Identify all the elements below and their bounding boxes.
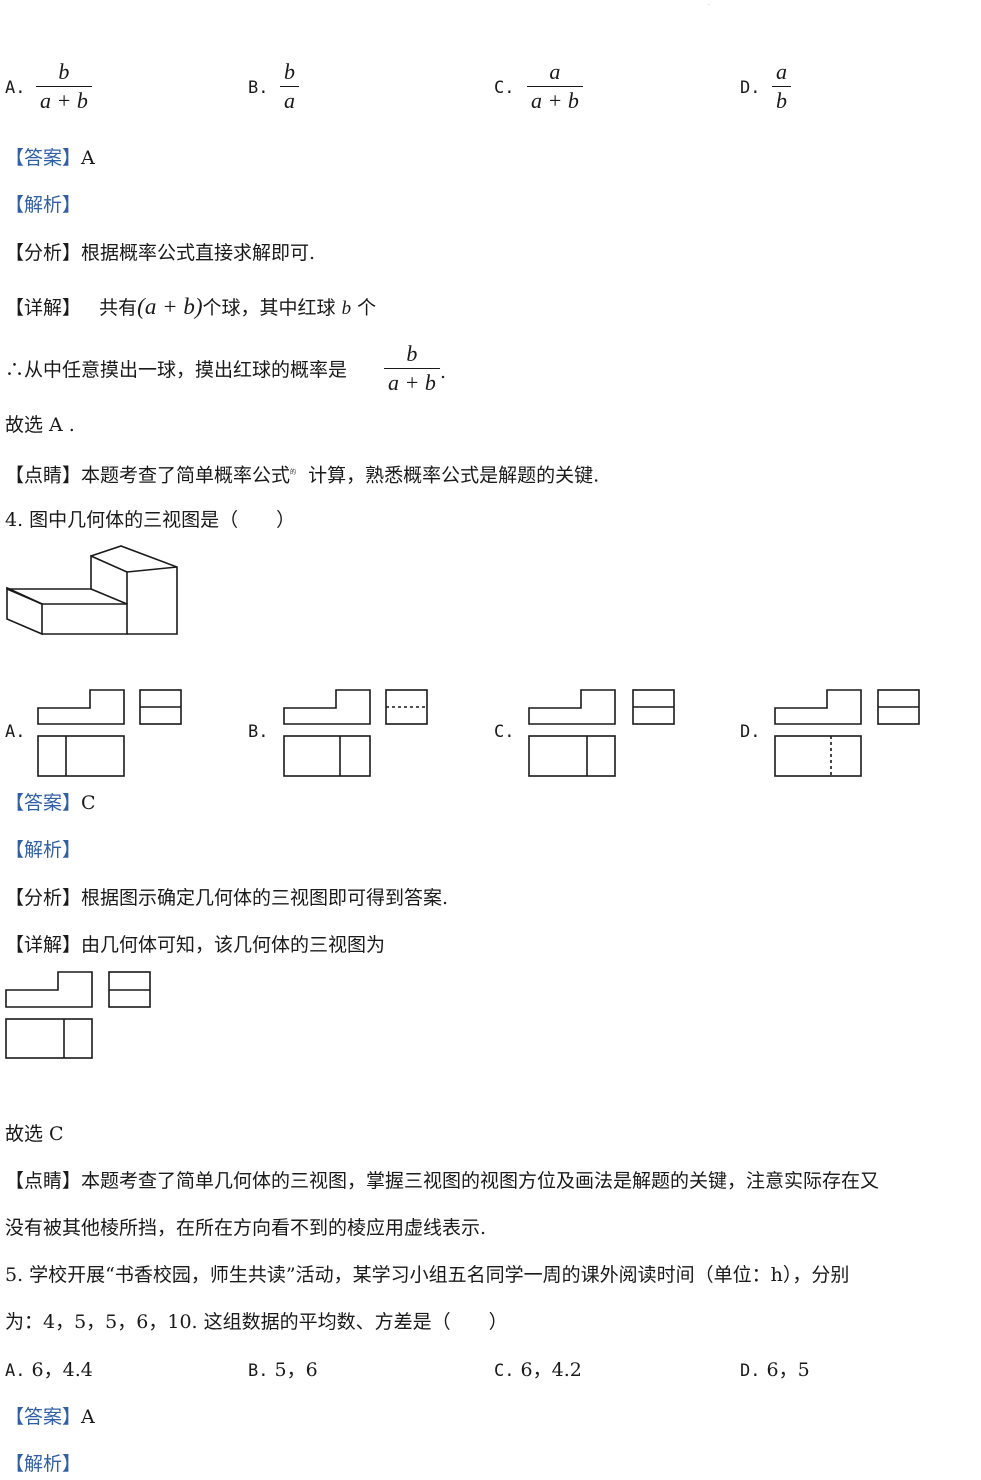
q5-option-d-text: 6，5 [766, 1359, 810, 1381]
option-a-numerator: b [58, 59, 70, 84]
analysis-tag: 【解析】 [5, 1453, 82, 1475]
q4-option-b-views [283, 689, 428, 777]
dianjing-text: 【点睛】本题考查了简单概率公式 [5, 464, 291, 487]
q5-answer-line: 【答案】A [5, 1405, 95, 1429]
option-a-denominator: a + b [36, 86, 92, 115]
q5-option-a-label: A. [5, 1361, 26, 1381]
option-d-label: D. [740, 78, 761, 98]
option-b-fraction: b a [280, 58, 299, 115]
option-d-fraction: a b [772, 58, 791, 115]
q5-option-d-label: D. [740, 1361, 761, 1381]
option-c-label: C. [494, 78, 515, 98]
option-a-label: A. [5, 78, 26, 98]
q3-fenxi: 【分析】根据概率公式直接求解即可. [5, 242, 316, 264]
option-b-denominator: a [280, 86, 299, 115]
q5-option-b-text: 5，6 [274, 1359, 318, 1381]
q3-xiangjie: 【详解】 共有(a + b)个球，其中红球 b 个 [5, 295, 376, 321]
xiangjie-tag: 【详解】 [5, 297, 82, 319]
therefore-numerator: b [406, 341, 418, 366]
q4-option-d-label: D. [740, 722, 761, 742]
q3-answer-line: 【答案】A [5, 146, 95, 170]
q4-option-d-views [774, 689, 920, 777]
therefore-denominator: a + b [384, 368, 440, 397]
q5-option-d: D. 6，5 [740, 1358, 810, 1383]
xiangjie-variable: b [341, 298, 352, 319]
q4-answer-line: 【答案】C [5, 791, 96, 815]
q4-solution-views [5, 971, 151, 1059]
option-d-denominator: b [772, 86, 791, 115]
answer-value: A [81, 1406, 95, 1428]
option-a-fraction: b a + b [36, 58, 92, 115]
answer-tag: 【答案】 [5, 1406, 82, 1428]
q4-option-a-views [37, 689, 182, 777]
q5-option-c: C. 6，4.2 [494, 1358, 582, 1383]
xiangjie-text-c: 个 [357, 297, 377, 319]
q4-option-b-label: B. [248, 722, 269, 742]
q5-option-a-text: 6，4.4 [31, 1359, 93, 1381]
q5-option-c-text: 6，4.2 [520, 1359, 582, 1381]
q5-stem-2: 为：4，5，5，6，10. 这组数据的平均数、方差是（ ） [5, 1311, 508, 1333]
dianjing-small: 的 [290, 469, 297, 476]
option-d-numerator: a [776, 59, 787, 84]
q4-dianjing-1: 【点睛】本题考查了简单几何体的三视图，掌握三视图的视图方位及画法是解题的关键，注… [5, 1170, 880, 1192]
option-c-fraction: a a + b [527, 58, 583, 115]
q4-dianjing-2: 没有被其他棱所挡，在所在方向看不到的棱应用虚线表示. [5, 1217, 487, 1239]
analysis-tag: 【解析】 [5, 194, 82, 216]
q4-option-c-views [528, 689, 675, 777]
q4-xiangjie: 【详解】由几何体可知，该几何体的三视图为 [5, 934, 386, 956]
q4-option-c-label: C. [494, 722, 515, 742]
solid-figure [6, 545, 178, 636]
q5-option-c-label: C. [494, 1361, 515, 1381]
therefore-fraction: b a + b [384, 340, 440, 397]
answer-tag: 【答案】 [5, 792, 82, 814]
option-b-label: B. [248, 78, 269, 98]
answer-value: A [81, 147, 95, 169]
xiangjie-text-b: 个球，其中红球 [202, 297, 336, 319]
q5-option-a: A. 6，4.4 [5, 1358, 93, 1383]
dianjing-rest: 计算，熟悉概率公式是解题的关键. [308, 464, 600, 487]
analysis-tag: 【解析】 [5, 839, 82, 861]
option-b-numerator: b [284, 59, 295, 84]
answer-value: C [81, 792, 96, 814]
q5-stem-1: 5. 学校开展“书香校园，师生共读”活动，某学习小组五名同学一周的课外阅读时间（… [5, 1264, 850, 1286]
q3-choose: 故选 A . [5, 414, 75, 436]
q3-dianjing: 【点睛】本题考查了简单概率公式的 计算，熟悉概率公式是解题的关键. [5, 461, 599, 487]
q5-option-b-label: B. [248, 1361, 269, 1381]
q5-option-b: B. 5，6 [248, 1358, 318, 1383]
therefore-period: . [440, 361, 447, 383]
q4-stem: 4. 图中几何体的三视图是（ ） [5, 509, 296, 531]
answer-tag: 【答案】 [5, 147, 82, 169]
q4-option-a-label: A. [5, 722, 26, 742]
q4-choose: 故选 C [5, 1123, 64, 1145]
stray-mark: · [708, 2, 710, 9]
option-c-numerator: a [549, 59, 561, 84]
q4-fenxi: 【分析】根据图示确定几何体的三视图即可得到答案. [5, 887, 449, 909]
option-c-denominator: a + b [527, 86, 583, 115]
q3-therefore: ∴从中任意摸出一球，摸出红球的概率是 [5, 359, 348, 381]
xiangjie-expression: (a + b) [137, 294, 203, 319]
xiangjie-text-a: 共有 [99, 297, 138, 319]
